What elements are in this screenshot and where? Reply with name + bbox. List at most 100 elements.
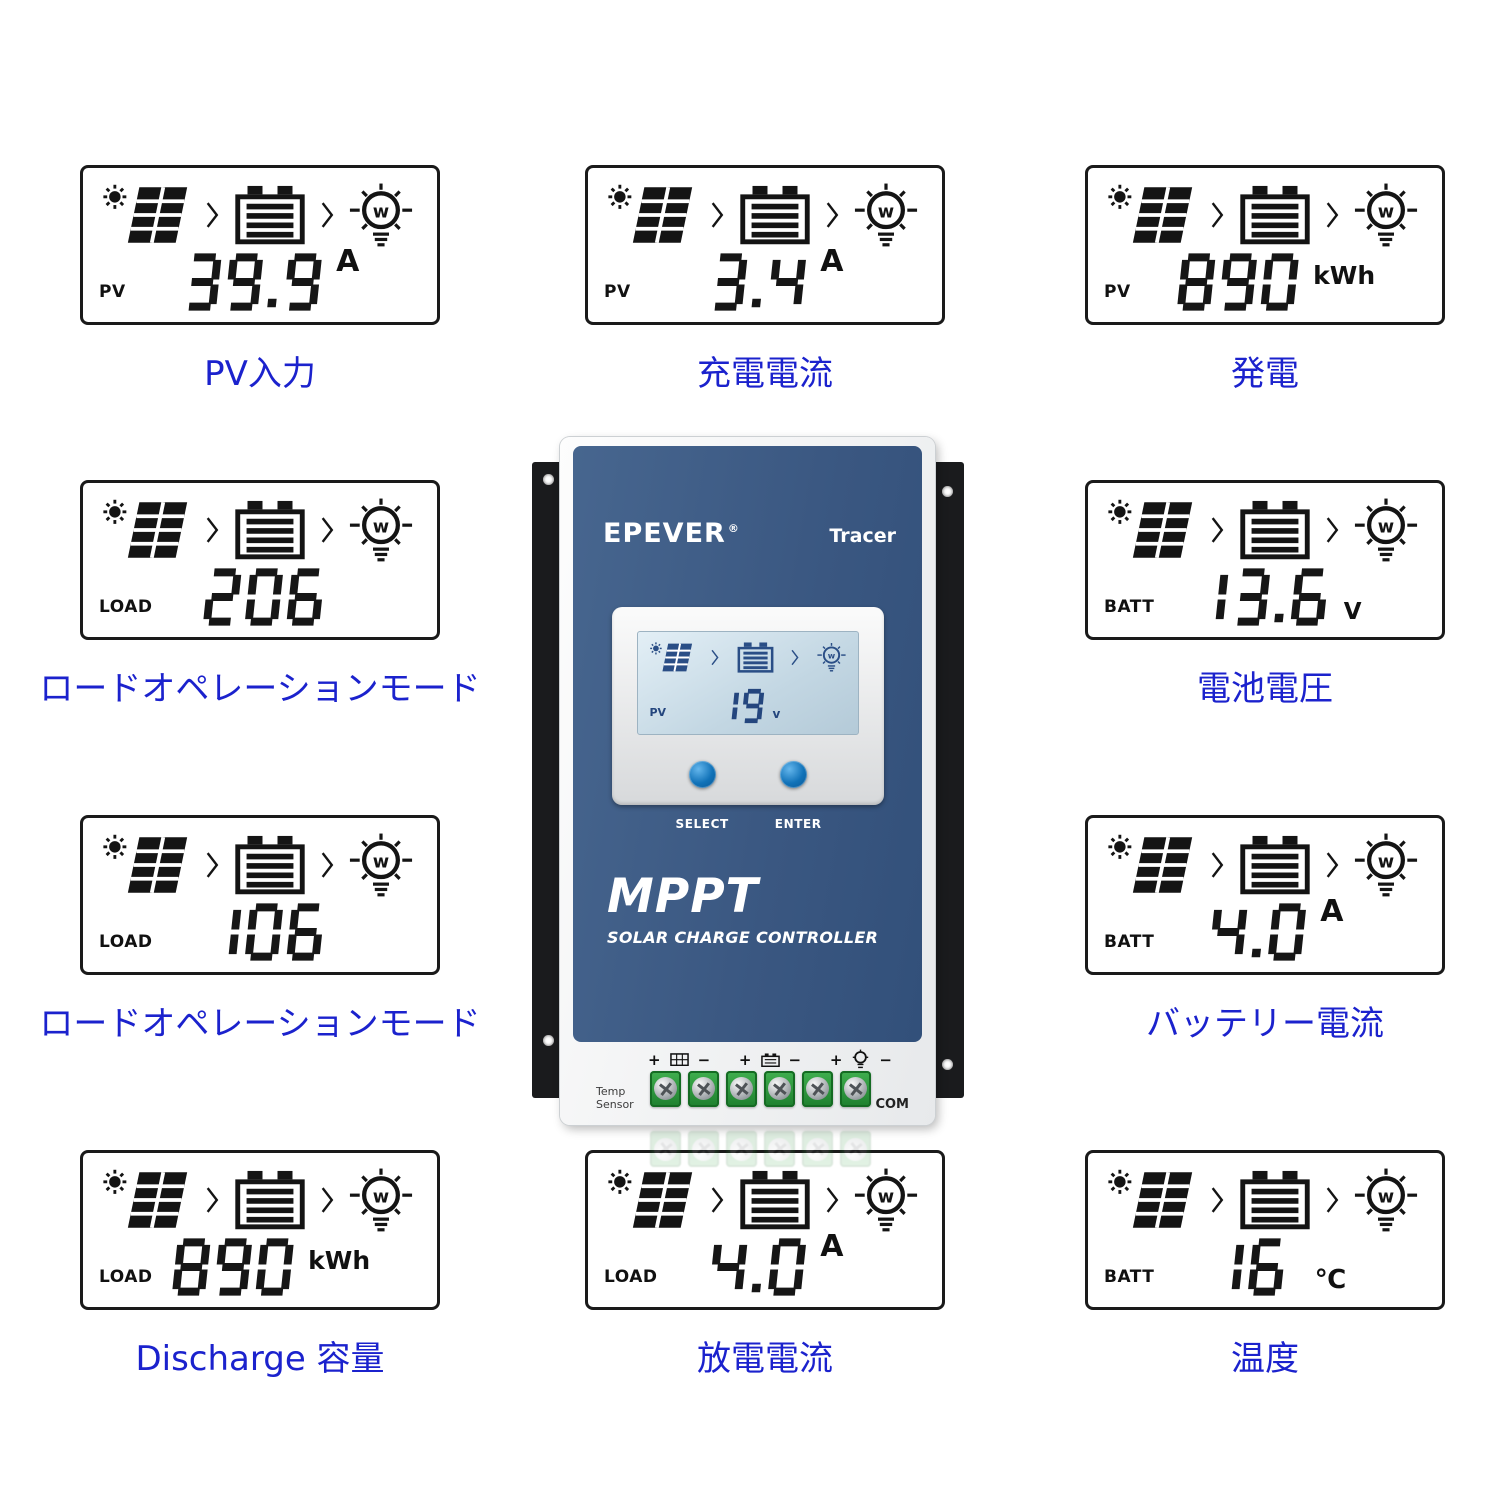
flow-arrow-icon (1211, 851, 1224, 879)
brand-logo: EPEVER® (603, 518, 740, 549)
lcd-value-row: A (618, 1229, 932, 1297)
lcd-panel-2: w PV kWh 発電 (1085, 165, 1445, 394)
mounting-hole (942, 1059, 953, 1070)
screw-terminal (840, 1131, 871, 1167)
lcd-value-digits (1207, 902, 1314, 962)
unit-label: kWh (1313, 260, 1376, 290)
lcd-panel-0: w PV A PV入力 (80, 165, 440, 394)
terminal-screw (692, 1138, 715, 1161)
panel-caption: ロードオペレーションモード (39, 669, 481, 709)
screw-terminal (650, 1071, 681, 1107)
device-lcd-value-row: PV v (646, 680, 850, 724)
terminal-block (650, 1131, 871, 1167)
flow-arrow-icon (1211, 1186, 1224, 1214)
flow-arrow-icon (711, 649, 719, 670)
charge-controller: EPEVER® Tracer (528, 430, 968, 1210)
mode-label: BATT (1104, 932, 1155, 952)
registered-mark: ® (727, 522, 740, 535)
device-body: EPEVER® Tracer (560, 437, 935, 1125)
panel-caption: PV入力 (204, 354, 316, 394)
mounting-hole (543, 1035, 554, 1046)
mode-label: LOAD (99, 597, 153, 617)
model-name: Tracer (829, 525, 896, 547)
lcd-value-row: A (113, 244, 427, 312)
flow-arrow-icon (321, 516, 334, 544)
svg-text:w: w (1378, 1187, 1394, 1207)
load-bulb-icon: w (349, 180, 413, 251)
battery-icon (1239, 1170, 1311, 1230)
panel-caption: Discharge 容量 (135, 1339, 385, 1379)
solar-panel-icon (608, 1167, 696, 1233)
pv-terminal-icon (669, 1053, 689, 1067)
screw-terminal (764, 1071, 795, 1107)
enter-label: ENTER (774, 817, 822, 831)
screw-terminal (802, 1131, 833, 1167)
screw-terminal (802, 1071, 833, 1107)
flow-arrow-icon (321, 851, 334, 879)
panel-caption: バッテリー電流 (1146, 1004, 1384, 1044)
lcd-flow-icons: w (1088, 168, 1442, 254)
terminal-screw (844, 1138, 867, 1161)
battery-terminal-icon (760, 1053, 780, 1067)
lcd-value-digits (1175, 252, 1306, 312)
battery-icon (1239, 500, 1311, 560)
flow-arrow-icon (1326, 851, 1339, 879)
lcd-flow-icons: w (1088, 1153, 1442, 1239)
lcd-flow-icons: w (588, 168, 942, 254)
plus-sign: + (648, 1050, 661, 1069)
unit-label: V (1343, 599, 1362, 625)
solar-panel-icon (103, 182, 191, 248)
svg-text:w: w (1378, 517, 1394, 537)
product-subtitle: SOLAR CHARGE CONTROLLER (607, 928, 879, 947)
panel-caption: 電池電圧 (1197, 669, 1333, 709)
terminal-screw (730, 1077, 753, 1100)
mode-label: BATT (1104, 1267, 1155, 1287)
flow-arrow-icon (1326, 1186, 1339, 1214)
battery-icon (737, 641, 774, 677)
load-bulb-icon: w (1354, 495, 1418, 566)
mode-label: LOAD (604, 1267, 658, 1287)
flow-arrow-icon (1326, 516, 1339, 544)
unit-label: A (336, 244, 360, 279)
panel-caption: 充電電流 (697, 354, 833, 394)
mode-label: PV (604, 282, 631, 302)
pv-terminal-group: + − (648, 1051, 710, 1069)
lcd-flow-icons: w (83, 1153, 437, 1239)
svg-text:w: w (373, 517, 389, 537)
unit-label: A (820, 1229, 844, 1264)
device-reflection (650, 1131, 871, 1167)
solar-panel-icon (1108, 497, 1196, 563)
lcd-flow-icons: w (83, 818, 437, 904)
solar-panel-icon (103, 497, 191, 563)
lcd-value-digits (181, 252, 329, 312)
flow-arrow-icon (711, 201, 724, 229)
svg-text:w: w (373, 852, 389, 872)
lcd-value-row: A (1118, 894, 1432, 962)
minus-sign: − (788, 1050, 802, 1069)
load-bulb-icon: w (349, 830, 413, 901)
flow-arrow-icon (1211, 516, 1224, 544)
screw-terminal (726, 1071, 757, 1107)
lcd-value-digits (707, 1237, 814, 1297)
terminal-screw (768, 1138, 791, 1161)
device-lcd-digits (715, 688, 769, 724)
battery-icon (1239, 835, 1311, 895)
unit-label: A (820, 244, 844, 279)
panel-caption: ロードオペレーションモード (39, 1004, 481, 1044)
svg-text:w: w (878, 202, 894, 222)
display-inset: w PV v (611, 607, 884, 805)
lcd-value-row (113, 563, 427, 627)
lcd-flow-icons: w (1088, 483, 1442, 569)
lcd-panel-5: w LOAD ロードオペレーションモード (39, 815, 481, 1044)
lcd-value-digits (1188, 567, 1336, 627)
mode-label: LOAD (99, 932, 153, 952)
load-terminal-icon (851, 1049, 870, 1070)
solar-panel-icon (608, 182, 696, 248)
panel-caption: 放電電流 (697, 1339, 833, 1379)
svg-text:w: w (1378, 852, 1394, 872)
flow-arrow-icon (206, 516, 219, 544)
lcd-flow-icons: w (83, 168, 437, 254)
com-port-label: COM (875, 1097, 909, 1112)
terminal-screw (692, 1077, 715, 1100)
